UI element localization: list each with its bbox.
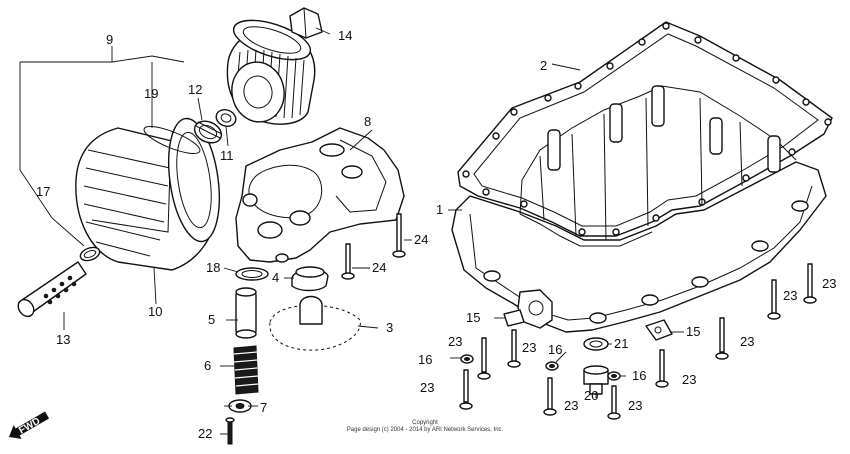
callout-15-right: 15 bbox=[686, 324, 700, 339]
callout-19: 19 bbox=[144, 86, 158, 101]
oil-pan[interactable] bbox=[451, 85, 827, 333]
callout-17: 17 bbox=[36, 184, 50, 199]
callout-21: 21 bbox=[614, 336, 628, 351]
oil-pan-gasket[interactable] bbox=[457, 21, 833, 237]
pan-bolt-23-c[interactable] bbox=[459, 369, 473, 410]
copyright-line-2: Page design (c) 2004 - 2014 by ARI Netwo… bbox=[347, 427, 504, 433]
callout-11: 11 bbox=[220, 148, 234, 163]
callout-23-g: 23 bbox=[740, 334, 754, 349]
forward-direction-arrow: FWD bbox=[8, 411, 50, 439]
leader-lines bbox=[19, 27, 684, 435]
callout-5: 5 bbox=[208, 312, 215, 327]
pan-bolt-23-d[interactable] bbox=[543, 377, 557, 416]
filter-cover-o-ring[interactable] bbox=[141, 121, 203, 158]
drain-plug-20[interactable] bbox=[583, 365, 609, 395]
callout-23-i: 23 bbox=[822, 276, 836, 291]
fwd-label: FWD bbox=[17, 416, 42, 437]
callout-6: 6 bbox=[204, 358, 211, 373]
washer-16-right[interactable] bbox=[607, 371, 621, 381]
oil-strainer-screen-3[interactable] bbox=[269, 295, 361, 351]
callout-22: 22 bbox=[198, 426, 212, 441]
small-o-ring[interactable] bbox=[79, 245, 102, 263]
relief-valve-spring-6[interactable] bbox=[233, 345, 259, 395]
callout-24-upper: 24 bbox=[414, 232, 428, 247]
pan-bolt-23-f[interactable] bbox=[607, 385, 621, 420]
callout-23-e: 23 bbox=[682, 372, 696, 387]
callout-23-b: 23 bbox=[522, 340, 536, 355]
callout-13: 13 bbox=[56, 332, 70, 347]
drain-washer-21[interactable] bbox=[583, 337, 609, 351]
mounting-bolt-24-upper[interactable] bbox=[392, 213, 406, 258]
pan-bolt-23-b[interactable] bbox=[507, 329, 521, 368]
washer-16-left[interactable] bbox=[460, 354, 474, 364]
callout-16-mid: 16 bbox=[548, 342, 562, 357]
clamp-15-right[interactable] bbox=[645, 319, 673, 341]
copyright-notice: Copyright Page design (c) 2004 - 2014 by… bbox=[347, 420, 504, 433]
seal-4[interactable] bbox=[291, 266, 329, 292]
filter-center-bolt[interactable] bbox=[15, 261, 87, 319]
washer-16-mid[interactable] bbox=[545, 361, 559, 371]
callout-16-right: 16 bbox=[632, 368, 646, 383]
callout-24-lower: 24 bbox=[372, 260, 386, 275]
callout-23-f: 23 bbox=[628, 398, 642, 413]
pan-bolt-23-h[interactable] bbox=[767, 279, 781, 320]
pan-bolt-23-g[interactable] bbox=[715, 317, 729, 360]
relief-valve-pipe-5[interactable] bbox=[235, 287, 257, 339]
callout-15-left: 15 bbox=[466, 310, 480, 325]
callout-12: 12 bbox=[188, 82, 202, 97]
oil-filter-element[interactable] bbox=[226, 12, 316, 126]
pin-22[interactable] bbox=[225, 417, 235, 445]
oil-strainer-housing[interactable] bbox=[235, 127, 405, 263]
callout-1: 1 bbox=[436, 202, 443, 217]
callout-23-h: 23 bbox=[783, 288, 797, 303]
filter-washer[interactable] bbox=[214, 107, 238, 129]
washer-7[interactable] bbox=[228, 399, 252, 413]
callout-23-d: 23 bbox=[564, 398, 578, 413]
callout-14: 14 bbox=[338, 28, 352, 43]
callout-8: 8 bbox=[364, 114, 371, 129]
filter-bolt-fitting[interactable] bbox=[289, 7, 323, 39]
callout-3: 3 bbox=[386, 320, 393, 335]
filter-spring[interactable] bbox=[191, 117, 225, 147]
copyright-line-1: Copyright bbox=[412, 420, 438, 426]
callout-9: 9 bbox=[106, 32, 113, 47]
pan-bolt-23-e[interactable] bbox=[655, 349, 669, 388]
o-ring-18[interactable] bbox=[235, 267, 269, 281]
mounting-bolt-24-lower[interactable] bbox=[341, 243, 355, 280]
clamp-15-left[interactable] bbox=[503, 309, 525, 327]
callout-4: 4 bbox=[272, 270, 279, 285]
callout-20: 20 bbox=[584, 388, 598, 403]
callout-23-c: 23 bbox=[420, 380, 434, 395]
callout-23-a: 23 bbox=[448, 334, 462, 349]
callout-18: 18 bbox=[206, 260, 220, 275]
callout-7: 7 bbox=[260, 400, 267, 415]
callout-16-left: 16 bbox=[418, 352, 432, 367]
pan-bolt-23-i[interactable] bbox=[803, 263, 817, 304]
callout-2: 2 bbox=[540, 58, 547, 73]
pan-bolt-23-a[interactable] bbox=[477, 337, 491, 380]
callout-numbers: 9 14 2 19 12 8 11 17 1 24 18 4 24 10 23 … bbox=[36, 28, 836, 441]
callout-10: 10 bbox=[148, 304, 162, 319]
oil-filter-cover[interactable] bbox=[75, 115, 227, 271]
